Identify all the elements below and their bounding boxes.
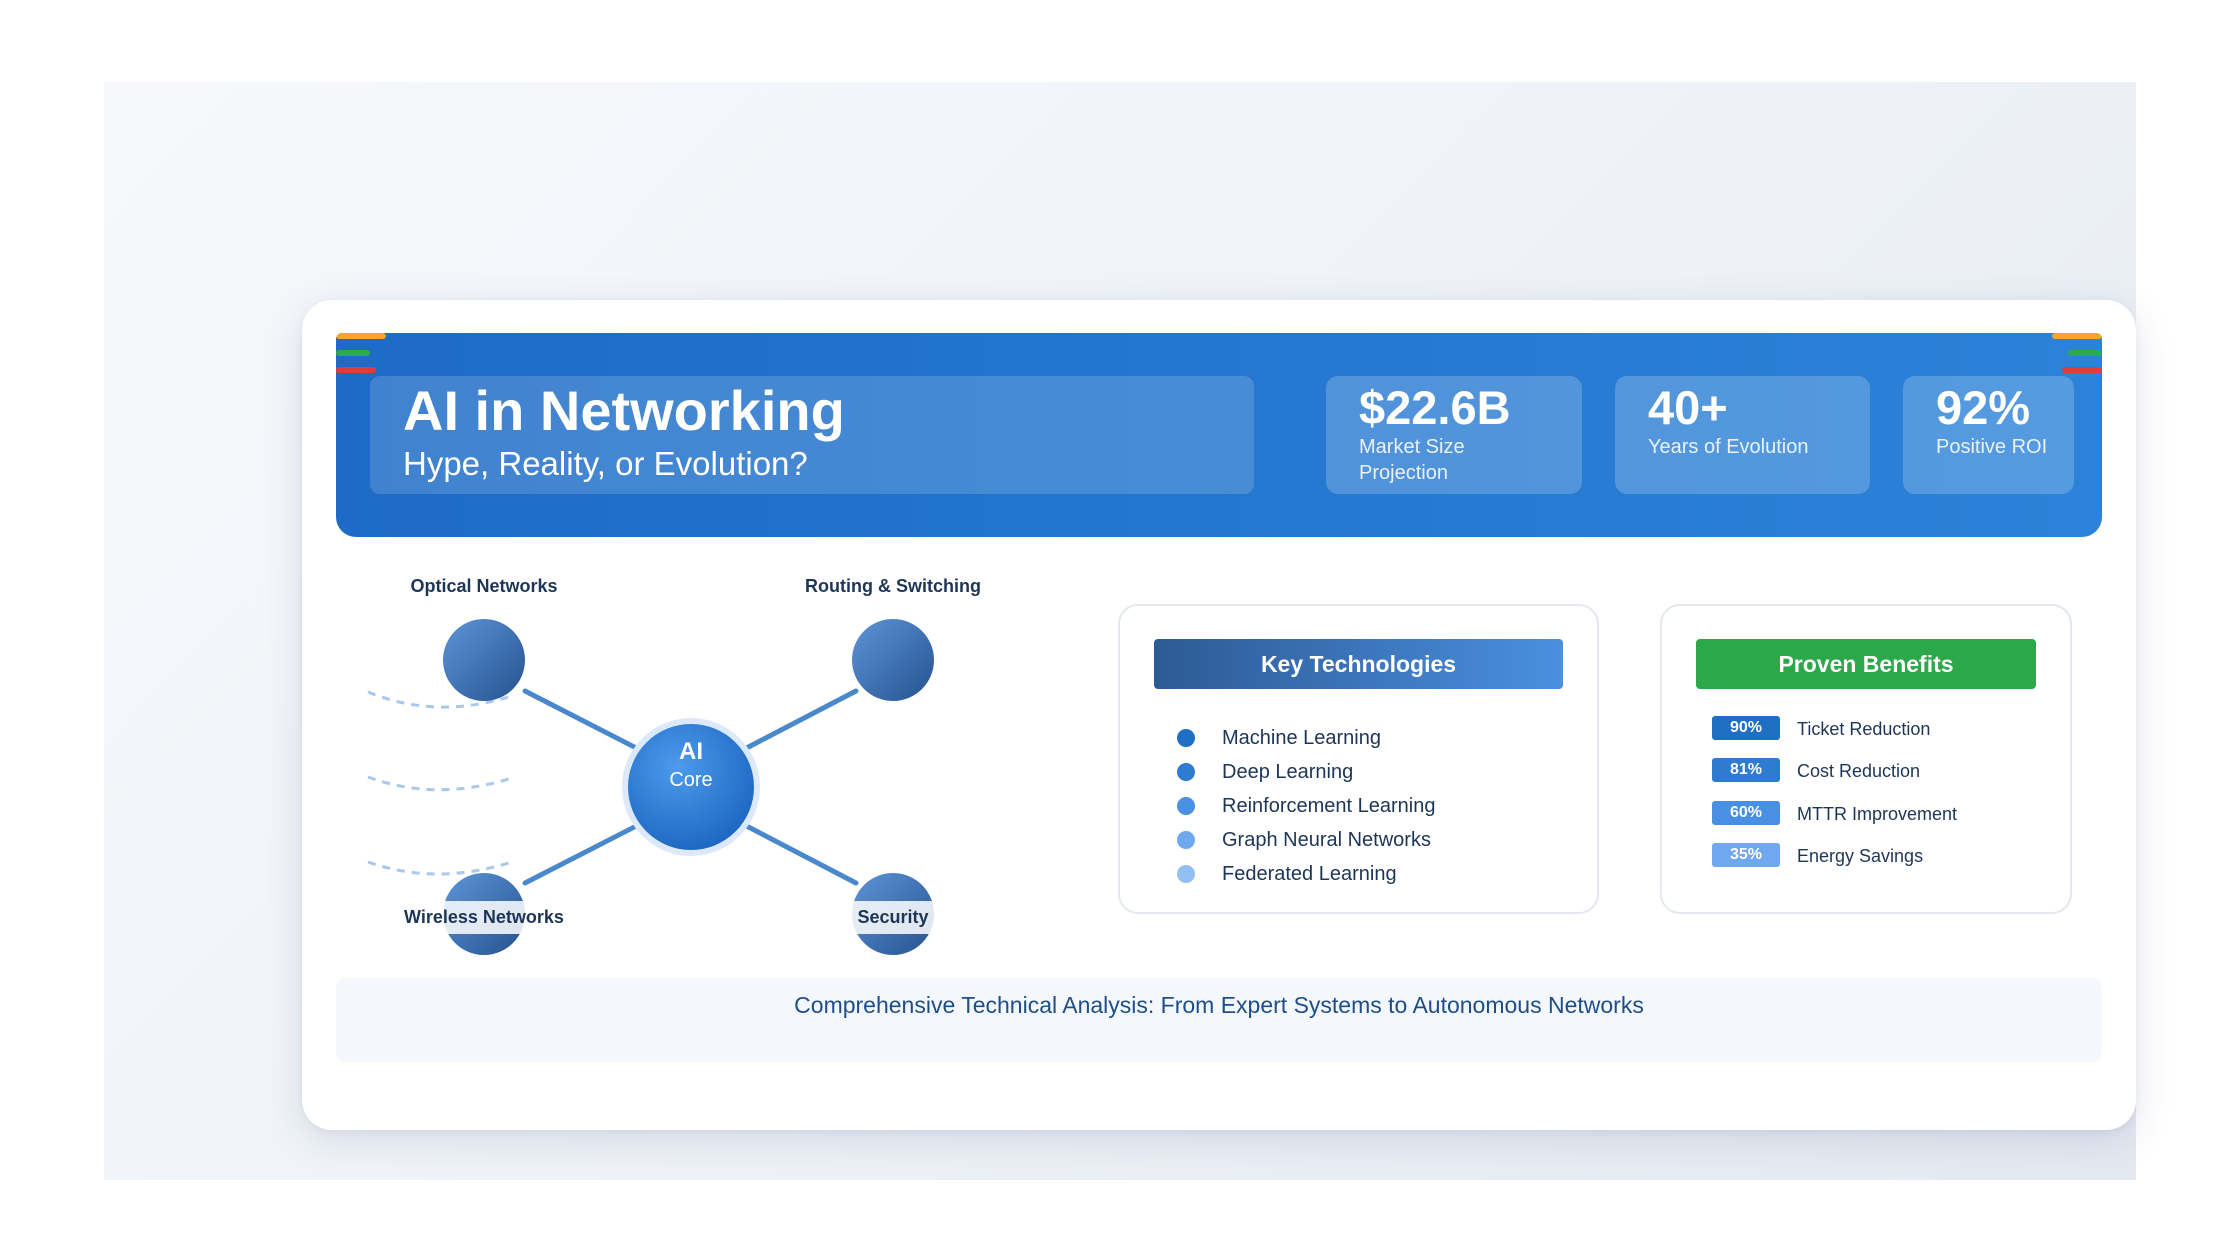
- benefit-percent-badge: 81%: [1712, 758, 1780, 782]
- accent-stripe-red-left: [336, 367, 376, 373]
- header-banner: AI in Networking Hype, Reality, or Evolu…: [336, 333, 2102, 537]
- optical-networks-node: [443, 619, 525, 701]
- tech-item-label: Machine Learning: [1222, 727, 1381, 749]
- network-diagram: AI Core Optical Networks Routing & Switc…: [336, 570, 1036, 960]
- footer-caption: Comprehensive Technical Analysis: From E…: [336, 978, 2102, 1062]
- benefit-label: MTTR Improvement: [1797, 804, 1958, 824]
- node-label-wireless: Wireless Networks: [394, 901, 574, 934]
- benefit-percent-badge: 90%: [1712, 716, 1780, 740]
- title-box: AI in Networking Hype, Reality, or Evolu…: [370, 376, 1254, 494]
- tech-item-label: Federated Learning: [1222, 863, 1397, 885]
- benefit-percent-badge: 60%: [1712, 801, 1780, 825]
- ai-core-subtitle: Core: [669, 769, 713, 791]
- stat-label: Positive ROI: [1936, 436, 2048, 458]
- stat-value: 40+: [1648, 381, 1728, 434]
- benefit-label: Ticket Reduction: [1797, 719, 1931, 739]
- node-label-routing: Routing & Switching: [795, 570, 991, 603]
- benefit-percent-badge: 35%: [1712, 843, 1780, 867]
- accent-stripe-orange-left: [336, 333, 386, 339]
- ai-core-node: [622, 718, 760, 856]
- slide-backdrop: AI in Networking Hype, Reality, or Evolu…: [104, 82, 2136, 1180]
- bullet-dot-icon: [1177, 831, 1195, 849]
- ai-core-label: AI Core: [626, 738, 756, 794]
- page-title: AI in Networking: [403, 379, 845, 442]
- ai-core-title: AI: [679, 738, 703, 765]
- stat-card-market-size: $22.6B Market Size Projection: [1326, 376, 1582, 494]
- node-label-security: Security: [847, 901, 939, 934]
- tech-item-label: Graph Neural Networks: [1222, 829, 1431, 851]
- proven-benefits-title: Proven Benefits: [1696, 639, 2036, 689]
- stat-label: Years of Evolution: [1648, 436, 1809, 458]
- routing-switching-node: [852, 619, 934, 701]
- stat-value: $22.6B: [1359, 381, 1511, 434]
- page-subtitle: Hype, Reality, or Evolution?: [403, 445, 808, 482]
- bullet-dot-icon: [1177, 729, 1195, 747]
- stat-value: 92%: [1936, 381, 2031, 434]
- tech-item-label: Deep Learning: [1222, 761, 1354, 783]
- stat-card-roi: 92% Positive ROI: [1903, 376, 2074, 494]
- accent-stripe-green-left: [336, 350, 370, 356]
- benefit-label: Cost Reduction: [1797, 761, 1921, 781]
- tech-item-label: Reinforcement Learning: [1222, 795, 1436, 817]
- bullet-dot-icon: [1177, 797, 1195, 815]
- connection-lines: [522, 688, 859, 886]
- accent-stripe-orange-right: [2052, 333, 2102, 339]
- signal-waves: [367, 690, 513, 876]
- proven-benefits-panel: Proven Benefits 90% Ticket Reduction 81%…: [1660, 604, 2072, 914]
- stat-card-years: 40+ Years of Evolution: [1615, 376, 1870, 494]
- stat-label: Market Size Projection: [1359, 436, 1465, 484]
- network-diagram-graphic: [367, 619, 934, 955]
- accent-stripe-red-right: [2062, 367, 2102, 373]
- node-label-optical: Optical Networks: [400, 570, 568, 603]
- bullet-dot-icon: [1177, 763, 1195, 781]
- accent-stripe-green-right: [2068, 350, 2102, 356]
- slide-card: AI in Networking Hype, Reality, or Evolu…: [302, 300, 2136, 1130]
- key-technologies-title: Key Technologies: [1154, 639, 1563, 689]
- bullet-dot-icon: [1177, 865, 1195, 883]
- key-technologies-panel: Key Technologies Machine Learning Deep L…: [1118, 604, 1599, 914]
- benefit-label: Energy Savings: [1797, 846, 1924, 866]
